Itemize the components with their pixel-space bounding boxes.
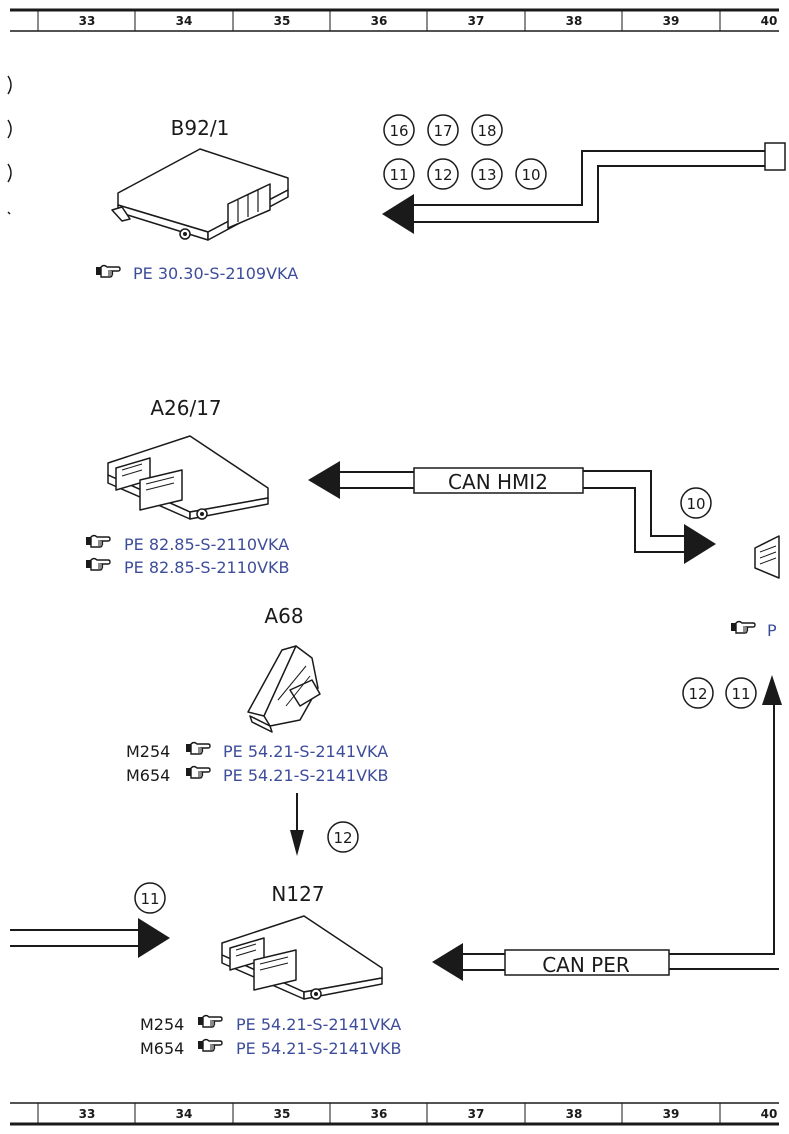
left-edge-fragments — [7, 75, 12, 215]
a68-engine-m254: M254 — [126, 742, 170, 761]
ruler-col-34: 34 — [176, 14, 193, 28]
ruler-col-39: 39 — [663, 14, 680, 28]
n127-ref-link-b[interactable]: PE 54.21-S-2141VKB — [236, 1039, 401, 1058]
ruler-col-36: 36 — [371, 1107, 388, 1121]
b92-1-label: B92/1 — [171, 116, 230, 140]
a26-17-ref-link-a[interactable]: PE 82.85-S-2110VKA — [124, 535, 289, 554]
ruler-col-38: 38 — [566, 1107, 583, 1121]
can-hmi2-bus: CAN HMI2 — [308, 461, 716, 564]
b92-1-ref-link[interactable]: PE 30.30-S-2109VKA — [133, 264, 298, 283]
ruler-col-35: 35 — [274, 1107, 291, 1121]
circle-11-right: 11 — [731, 685, 750, 703]
ruler-col-34: 34 — [176, 1107, 193, 1121]
a26-17-control-unit — [107, 435, 269, 520]
ruler-col-35: 35 — [274, 14, 291, 28]
circle-17: 17 — [433, 122, 452, 140]
bottom-ruler: 33 34 35 36 37 38 39 40 — [10, 1102, 779, 1126]
can-per-label: CAN PER — [542, 953, 630, 977]
partial-right-ref-link[interactable]: P — [767, 621, 777, 640]
n127-ref-link-a[interactable]: PE 54.21-S-2141VKA — [236, 1015, 401, 1034]
circle-12-a68: 12 — [333, 829, 352, 847]
right-vertical-signal — [762, 675, 782, 955]
ruler-col-33: 33 — [79, 14, 96, 28]
can-per-bus: CAN PER — [432, 943, 779, 981]
pointing-hand-icon — [197, 1014, 223, 1028]
a68-engine-m654: M654 — [126, 766, 170, 785]
a26-17-label: A26/17 — [150, 396, 221, 420]
a68-ref-link-b[interactable]: PE 54.21-S-2141VKB — [223, 766, 388, 785]
a68-to-n127-signal — [290, 793, 304, 856]
circle-11: 11 — [389, 166, 408, 184]
ruler-col-37: 37 — [468, 1107, 485, 1121]
circle-18: 18 — [477, 122, 496, 140]
a26-17-ref-link-b[interactable]: PE 82.85-S-2110VKB — [124, 558, 289, 577]
pointing-hand-icon — [197, 1038, 223, 1052]
pointing-hand-icon — [185, 741, 211, 755]
ruler-col-37: 37 — [468, 14, 485, 28]
pointing-hand-icon — [185, 765, 211, 779]
pointing-hand-icon — [95, 264, 121, 278]
can-hmi2-label: CAN HMI2 — [448, 470, 548, 494]
n127-engine-m254: M254 — [140, 1015, 184, 1034]
pointing-hand-icon — [730, 620, 756, 634]
ruler-col-39: 39 — [663, 1107, 680, 1121]
circle-12: 12 — [433, 166, 452, 184]
circle-12-right: 12 — [688, 685, 707, 703]
n127-label: N127 — [271, 882, 324, 906]
circle-11-n127: 11 — [140, 890, 159, 908]
b92-1-control-unit — [111, 148, 289, 241]
pointing-hand-icon — [85, 557, 111, 571]
ruler-col-36: 36 — [371, 14, 388, 28]
ruler-col-33: 33 — [79, 1107, 96, 1121]
a68-label: A68 — [264, 604, 303, 628]
ruler-col-40: 40 — [761, 1107, 778, 1121]
a68-accelerator-pedal — [247, 645, 321, 733]
ruler-col-40: 40 — [761, 14, 778, 28]
n127-control-unit — [221, 915, 383, 1000]
b92-circle-group: 16 17 18 11 12 13 10 — [383, 114, 547, 190]
circle-10-hmi: 10 — [686, 495, 705, 513]
n127-engine-m654: M654 — [140, 1039, 184, 1058]
circle-16: 16 — [389, 122, 408, 140]
n127-left-input — [10, 918, 170, 958]
pointing-hand-icon — [85, 534, 111, 548]
partial-right-control-unit — [754, 535, 780, 579]
ruler-col-38: 38 — [566, 14, 583, 28]
circle-10: 10 — [521, 166, 540, 184]
b92-signal-line — [382, 142, 786, 234]
circle-13: 13 — [477, 166, 496, 184]
a68-ref-link-a[interactable]: PE 54.21-S-2141VKA — [223, 742, 388, 761]
top-ruler: 33 34 35 36 37 38 39 40 — [10, 8, 779, 32]
